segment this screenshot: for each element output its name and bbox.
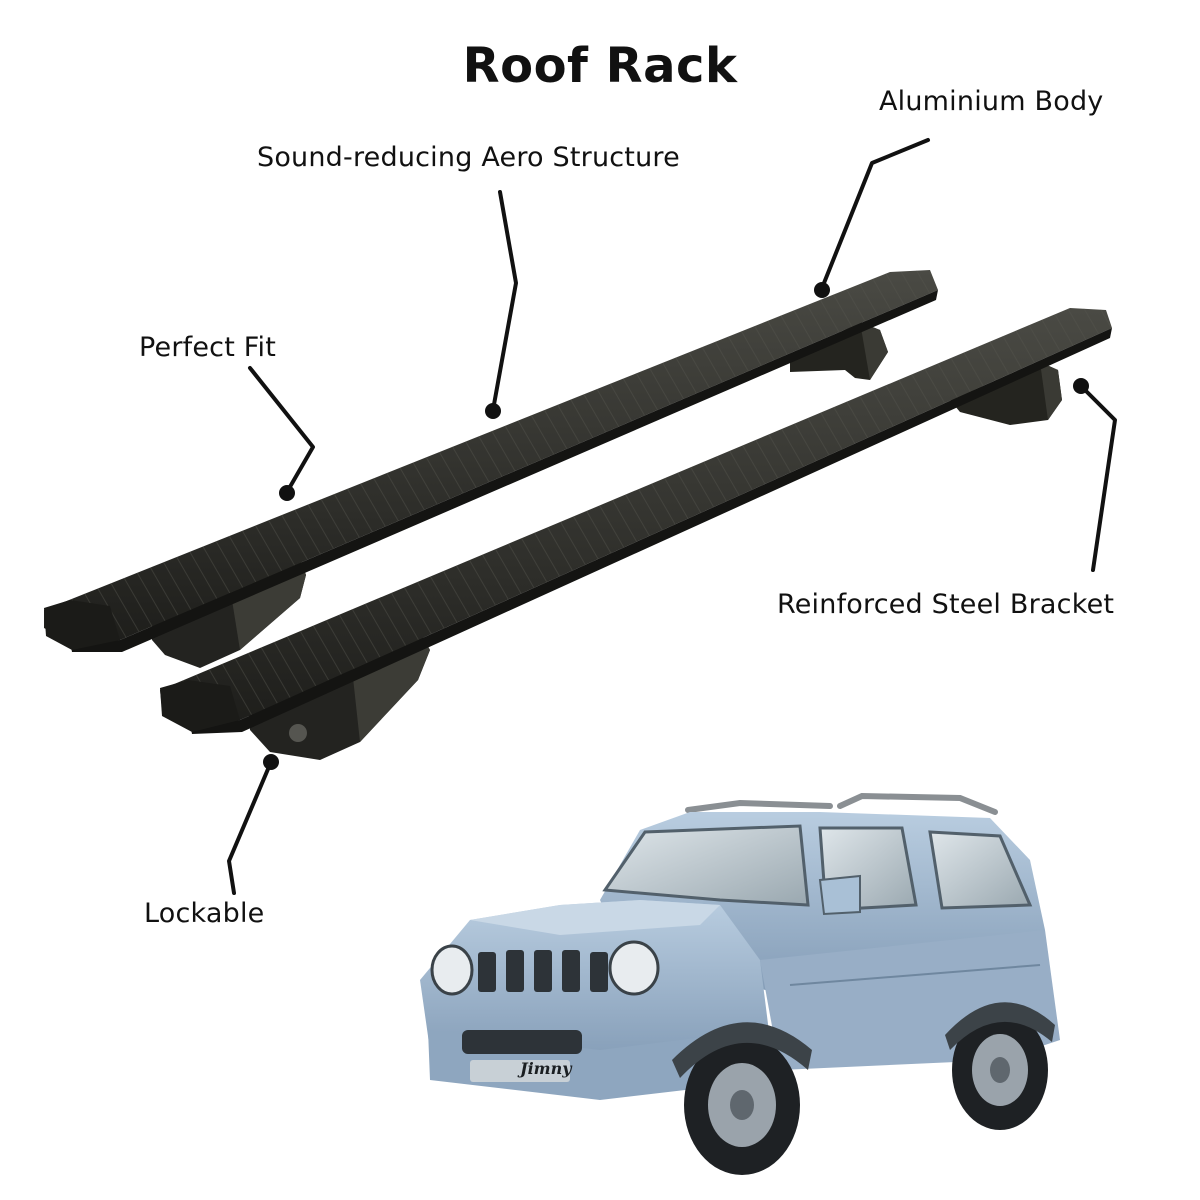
leader-dots: [263, 282, 1089, 770]
page-title: Roof Rack: [462, 38, 738, 94]
leader-lockable: [227, 760, 273, 895]
label-aluminium-body: Aluminium Body: [879, 86, 1104, 117]
headlight-right: [608, 940, 660, 996]
dot-steel-bracket: [1073, 378, 1089, 394]
dot-perfect-fit: [279, 485, 295, 501]
leader-steel-bracket: [1079, 384, 1117, 572]
car-illustration: [420, 792, 1060, 1175]
front-bar-bracket-right: [950, 362, 1062, 425]
front-crossbar: [160, 308, 1112, 734]
headlight-left: [430, 944, 474, 996]
leader-perfect-fit: [248, 366, 315, 494]
front-wheel: [684, 1035, 800, 1175]
leader-aero-structure: [491, 190, 518, 412]
grille: [478, 950, 608, 992]
roof-rack-illustration: [44, 270, 1112, 760]
leader-lines: [227, 138, 1117, 895]
label-aero-structure: Sound-reducing Aero Structure: [257, 142, 680, 173]
vehicle-badge: Jimny: [517, 1059, 573, 1078]
rear-bar-bracket-right: [790, 322, 888, 380]
rear-wheel: [952, 1010, 1048, 1130]
roof-rail: [685, 799, 833, 813]
label-steel-bracket: Reinforced Steel Bracket: [777, 589, 1115, 620]
label-lockable: Lockable: [144, 898, 265, 929]
rear-crossbar: [44, 270, 938, 652]
roof-rail-rear: [837, 792, 998, 815]
label-perfect-fit: Perfect Fit: [139, 332, 277, 363]
dot-aluminium-body: [814, 282, 830, 298]
leader-aluminium-body: [820, 138, 930, 290]
dot-aero-structure: [485, 403, 501, 419]
dot-lockable: [263, 754, 279, 770]
